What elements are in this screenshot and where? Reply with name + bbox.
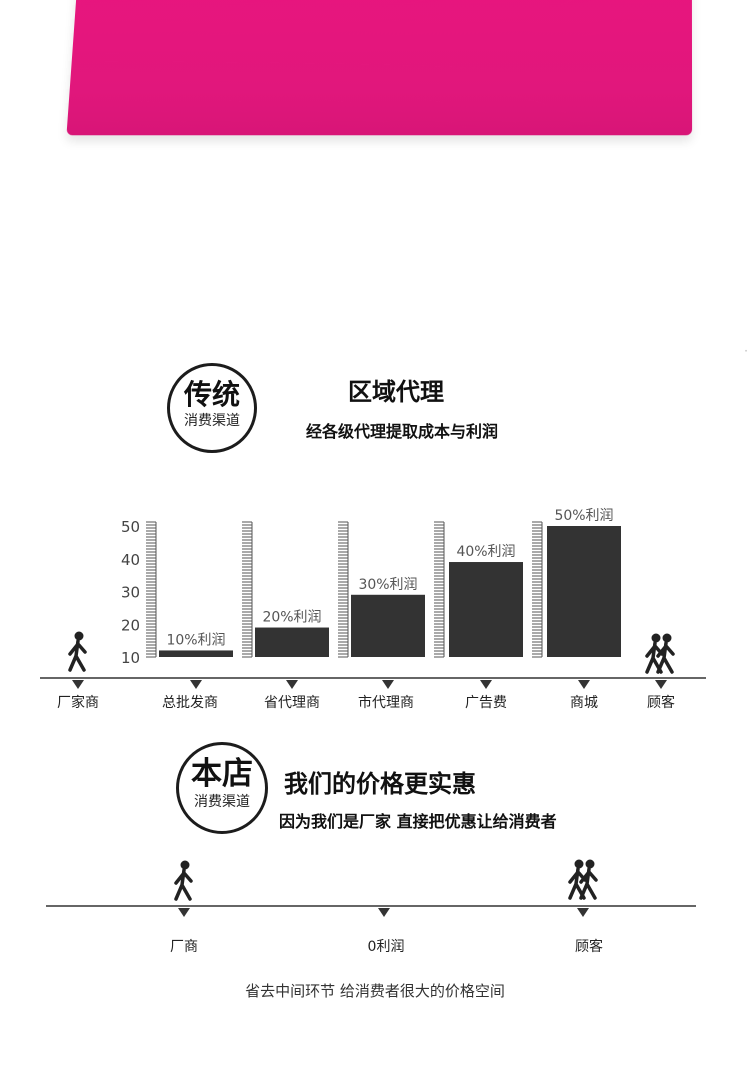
bar-data-label: 50%利润 xyxy=(554,508,613,524)
store-subtitle: 因为我们是厂家 直接把优惠让给消费者 xyxy=(279,812,557,831)
category-label: 广告费 xyxy=(465,695,507,711)
edge-mark: · xyxy=(744,344,748,358)
store-badge-small: 消费渠道 xyxy=(194,794,250,810)
bar-商城 xyxy=(547,526,621,657)
y-tick-label: 10 xyxy=(121,649,140,667)
category-label: 市代理商 xyxy=(358,695,414,711)
traditional-badge: 传统 消费渠道 xyxy=(167,363,257,453)
ruler-scale xyxy=(338,521,349,658)
couple-icon xyxy=(568,859,587,900)
ruler-scale xyxy=(532,521,543,658)
timeline-marker xyxy=(655,680,667,689)
category-label: 顾客 xyxy=(647,695,675,711)
timeline-marker xyxy=(286,680,298,689)
timeline-marker xyxy=(382,680,394,689)
traditional-badge-small: 消费渠道 xyxy=(184,413,240,429)
couple-icon xyxy=(656,633,675,674)
bar-data-label: 30%利润 xyxy=(358,577,417,593)
bar-省代理商 xyxy=(255,627,329,657)
traditional-title: 区域代理 xyxy=(348,378,444,406)
store-node-customer: 顾客 xyxy=(575,939,603,955)
store-timeline-marker xyxy=(378,908,390,917)
ruler-scale xyxy=(434,521,445,658)
store-badge-big: 本店 xyxy=(191,756,253,792)
store-timeline-marker xyxy=(577,908,589,917)
walking-person-icon xyxy=(68,631,87,672)
traditional-subtitle: 经各级代理提取成本与利润 xyxy=(306,422,499,441)
couple-icon xyxy=(645,633,664,674)
y-tick-label: 50 xyxy=(121,518,140,536)
category-label: 总批发商 xyxy=(162,695,218,711)
y-tick-label: 20 xyxy=(121,616,140,634)
footer-note: 省去中间环节 给消费者很大的价格空间 xyxy=(245,982,505,1000)
timeline-marker xyxy=(190,680,202,689)
y-tick-label: 40 xyxy=(121,551,140,569)
category-label: 省代理商 xyxy=(264,695,320,711)
timeline-marker xyxy=(480,680,492,689)
traditional-badge-big: 传统 xyxy=(183,378,240,411)
bar-data-label: 40%利润 xyxy=(456,544,515,560)
bar-data-label: 20%利润 xyxy=(262,610,321,626)
store-node-zero-profit: 0利润 xyxy=(367,939,405,955)
ruler-scale xyxy=(242,521,253,658)
category-label: 厂家商 xyxy=(57,695,99,711)
y-tick-label: 30 xyxy=(121,584,140,602)
store-timeline-marker xyxy=(178,908,190,917)
bar-广告费 xyxy=(449,562,523,657)
bar-市代理商 xyxy=(351,594,425,657)
ruler-scale xyxy=(146,521,157,658)
walking-person-icon xyxy=(174,860,193,901)
bar-data-label: 10%利润 xyxy=(166,632,225,648)
timeline-marker xyxy=(72,680,84,689)
store-title: 我们的价格更实惠 xyxy=(284,770,476,798)
store-badge: 本店 消费渠道 xyxy=(176,742,268,834)
store-node-manufacturer: 厂商 xyxy=(170,939,198,955)
bar-总批发商 xyxy=(159,650,233,657)
couple-icon xyxy=(579,859,598,900)
timeline-marker xyxy=(578,680,590,689)
category-label: 商城 xyxy=(570,695,598,711)
